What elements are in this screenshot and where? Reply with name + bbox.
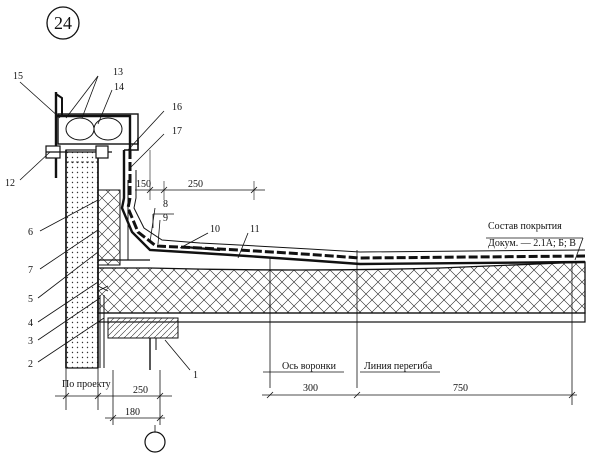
callout-1: 1 [193,370,198,381]
callout-6: 6 [28,227,33,238]
callout-12: 12 [5,178,15,189]
axis-bubble [144,431,166,453]
sheet-number-badge: 24 [46,6,80,40]
callout-numbers: 15 13 14 16 17 12 6 7 5 4 3 2 1 8 9 10 1… [5,67,260,381]
dimension-lines [55,186,577,432]
callout-15: 15 [13,71,23,82]
parapet-cap [45,92,139,178]
sheet-number: 24 [54,13,72,33]
dim-250-bottom: 250 [133,385,148,396]
dim-250-top: 250 [188,179,203,190]
callout-16: 16 [172,102,182,113]
callout-2: 2 [28,359,33,370]
insulation-layer [97,261,586,314]
callout-13: 13 [113,67,123,78]
bend-line-label: Линия перегиба [364,361,433,372]
callout-7: 7 [28,265,33,276]
callout-4: 4 [28,318,33,329]
composition-title: Состав покрытия [488,221,562,232]
callout-3: 3 [28,336,33,347]
callout-8: 8 [163,199,168,210]
roofing-membrane [98,150,586,266]
callout-9: 9 [163,213,168,224]
callout-14: 14 [114,82,124,93]
callout-5: 5 [28,294,33,305]
leader-lines [19,75,584,373]
funnel-axis-label: Ось воронки [282,361,337,372]
dim-150: 150 [136,179,151,190]
callout-10: 10 [210,224,220,235]
parapet-wall [65,149,121,369]
dim-180: 180 [125,407,140,418]
callout-11: 11 [250,224,260,235]
dim-750: 750 [453,383,468,394]
by-design-label: По проекту [62,379,111,390]
reference-lines [149,150,358,388]
composition-ref: Докум. — 2.1А; Б; В [488,238,576,249]
dim-300: 300 [303,383,318,394]
callout-17: 17 [172,126,182,137]
text-labels: Состав покрытия Докум. — 2.1А; Б; В Ось … [62,221,576,390]
roof-deck [97,285,586,370]
dimension-values: 150 250 250 180 300 750 [125,179,468,418]
